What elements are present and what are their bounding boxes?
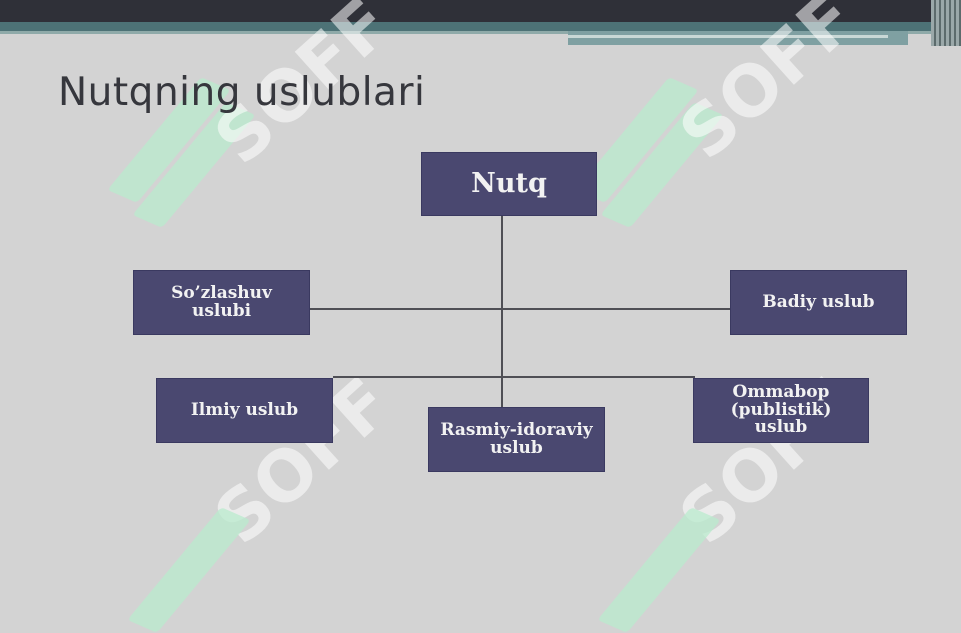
header-stripe [0,22,961,31]
slide-title: Nutqning uslublari [58,70,426,115]
diagram-node-ilmiy: Ilmiy uslub [156,378,333,443]
header-tab-highlight [568,35,888,38]
diagram-node-badiy: Badiy uslub [730,270,907,335]
connector-mid-horizontal [310,308,731,310]
header-right-bars [931,0,961,46]
diagram-node-ommabop: Ommabop (publistik) uslub [693,378,869,443]
watermark-logo-mark [597,507,721,633]
connector-root-vertical [501,215,503,309]
diagram-node-rasmiy: Rasmiy-idoraviy uslub [428,407,605,472]
watermark-logo-mark [127,507,251,633]
connector-lower-horizontal [333,376,695,378]
header-bar [0,0,961,22]
header-tab-strip [568,31,908,45]
diagram-node-root: Nutq [421,152,597,216]
diagram-node-sozlashuv: So’zlashuv uslubi [133,270,310,335]
header-stripe-light [0,31,961,34]
connector-lower-vertical [501,309,503,407]
